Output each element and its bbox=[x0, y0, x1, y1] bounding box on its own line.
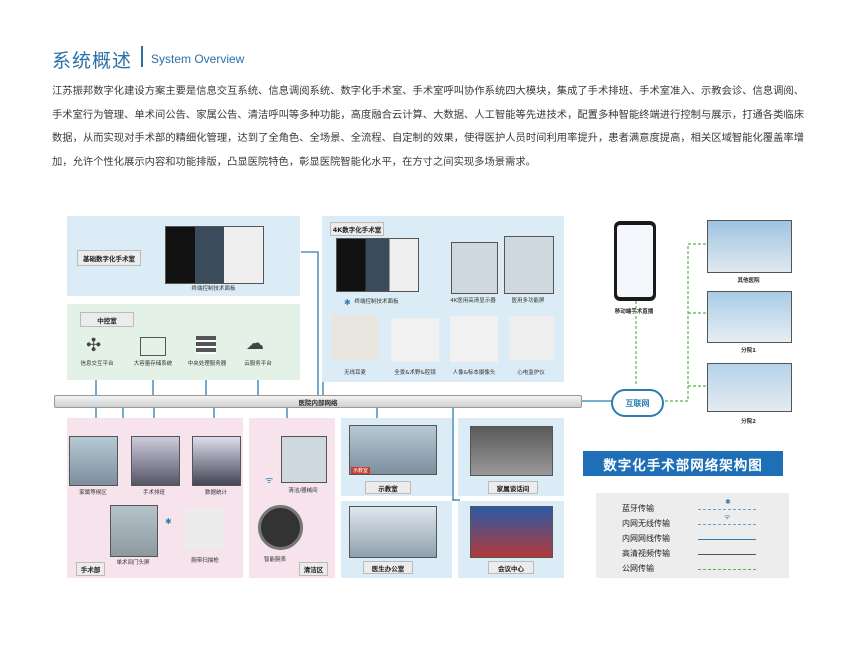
or4k-item-label: 心电监护仪 bbox=[517, 370, 545, 376]
control-room-label: 中控室 bbox=[80, 312, 134, 327]
title-divider bbox=[141, 46, 143, 67]
scanner-image bbox=[185, 509, 225, 549]
schedule-screen-image bbox=[131, 436, 180, 486]
or4k-item-label: 人像&标本摄像头 bbox=[452, 370, 496, 376]
mobile-phone-image bbox=[614, 221, 656, 301]
wireless-headset-image bbox=[332, 315, 378, 360]
teaching-room-tag: 示教室 bbox=[351, 467, 371, 474]
clean-label: 清洁区 bbox=[299, 562, 328, 576]
diagram-title: 数字化手术部网络架构图 bbox=[583, 451, 783, 476]
room-label: 家属谈话间 bbox=[488, 481, 538, 494]
surgery-item-label: 家属等候区 bbox=[79, 490, 107, 496]
branch1-image bbox=[707, 291, 792, 343]
door-screen-image bbox=[110, 505, 158, 557]
legend-line-public bbox=[698, 569, 756, 570]
hospital-caption: 分院2 bbox=[741, 419, 756, 425]
surgery-item-label: 腕带扫描枪 bbox=[191, 558, 219, 564]
clean-item-label: 清洁/器械间 bbox=[288, 488, 318, 494]
legend-line-cable bbox=[698, 539, 756, 540]
server-icon bbox=[196, 336, 216, 354]
or4k-item-label: 终端控制技术面板 bbox=[354, 299, 399, 305]
doctor-office-image bbox=[349, 506, 437, 558]
control-item-label: 云服务平台 bbox=[244, 361, 272, 367]
legend-item-label: 内网无线传输 bbox=[622, 519, 670, 528]
clean-room-image bbox=[281, 436, 327, 483]
legend-line-wireless bbox=[698, 524, 756, 525]
legend-item-label: 蓝牙传输 bbox=[622, 504, 654, 513]
basic-or-caption: 终端控制技术面板 bbox=[191, 286, 236, 292]
page-title: 系统概述 bbox=[52, 50, 133, 72]
surgery-item-label: 数据统计 bbox=[204, 490, 227, 496]
legend-item-label: 公网传输 bbox=[622, 564, 654, 573]
mobile-caption: 移动端手术直播 bbox=[614, 309, 654, 315]
basic-or-label: 基础数字化手术室 bbox=[77, 250, 141, 266]
bluetooth-icon: ✱ bbox=[165, 517, 172, 526]
smart-watch-image bbox=[258, 505, 303, 550]
multifunction-screen-image bbox=[504, 236, 554, 294]
surgery-item-label: 单术间门头屏 bbox=[116, 560, 150, 566]
wifi-icon: ᯤ bbox=[265, 476, 274, 486]
room-label: 示教室 bbox=[365, 481, 411, 494]
storage-icon bbox=[140, 337, 166, 356]
or4k-item-label: 4K医用高清显示器 bbox=[450, 298, 496, 304]
link-basic-or bbox=[301, 251, 319, 395]
branch2-image bbox=[707, 363, 792, 412]
teaching-room-image bbox=[349, 425, 437, 475]
basic-or-control-panel-image bbox=[165, 226, 264, 284]
other-hospital-image bbox=[707, 220, 792, 273]
stats-screen-image bbox=[192, 436, 241, 486]
portrait-camera-image bbox=[450, 316, 498, 362]
network-icon: ✣ bbox=[86, 335, 102, 356]
hospital-caption: 其他医院 bbox=[737, 278, 760, 284]
legend-line-video bbox=[698, 554, 756, 555]
or4k-label: 4K数字化手术室 bbox=[330, 222, 384, 236]
meeting-center-image bbox=[470, 506, 553, 558]
legend-item-label: 高清视频传输 bbox=[622, 549, 670, 558]
control-item-label: 大容量存储系统 bbox=[133, 361, 173, 367]
hospital-network-bus: 医院内部网络 bbox=[54, 395, 582, 408]
cloud-icon: ☁ bbox=[246, 333, 264, 354]
hospital-caption: 分院1 bbox=[741, 348, 756, 354]
family-waiting-image bbox=[69, 436, 118, 486]
bluetooth-icon: ✱ bbox=[725, 498, 731, 506]
or4k-item-label: 医用多功能屏 bbox=[511, 298, 545, 304]
panorama-camera-image bbox=[391, 318, 439, 362]
clean-item-label: 智能腕表 bbox=[263, 557, 286, 563]
or4k-control-panel-image bbox=[336, 238, 419, 292]
bluetooth-icon: ✱ bbox=[344, 298, 351, 307]
room-label: 医生办公室 bbox=[363, 561, 413, 574]
surgery-label: 手术部 bbox=[76, 562, 105, 576]
or4k-item-label: 无线耳麦 bbox=[343, 370, 366, 376]
control-item-label: 中央处理服务器 bbox=[187, 361, 227, 367]
legend-item-label: 内网网线传输 bbox=[622, 534, 670, 543]
4k-display-image bbox=[451, 242, 498, 294]
family-talk-room-image bbox=[470, 426, 553, 476]
control-item-label: 信息交互平台 bbox=[80, 361, 114, 367]
wifi-icon: ᯤ bbox=[724, 513, 731, 521]
ecg-monitor-image bbox=[509, 316, 554, 360]
or4k-item-label: 全景&术野&腔镜 bbox=[394, 370, 436, 376]
page-subtitle: System Overview bbox=[151, 52, 245, 66]
room-label: 会议中心 bbox=[488, 561, 534, 574]
surgery-item-label: 手术排班 bbox=[142, 490, 165, 496]
legend: 蓝牙传输 内网无线传输 内网网线传输 高清视频传输 公网传输 ✱ ᯤ bbox=[596, 493, 789, 578]
intro-paragraph: 江苏振邦数字化建设方案主要是信息交互系统、信息调阅系统、数字化手术室、手术室呼叫… bbox=[52, 85, 804, 168]
internet-cloud: 互联网 bbox=[611, 389, 664, 417]
legend-line-bluetooth bbox=[698, 509, 756, 510]
